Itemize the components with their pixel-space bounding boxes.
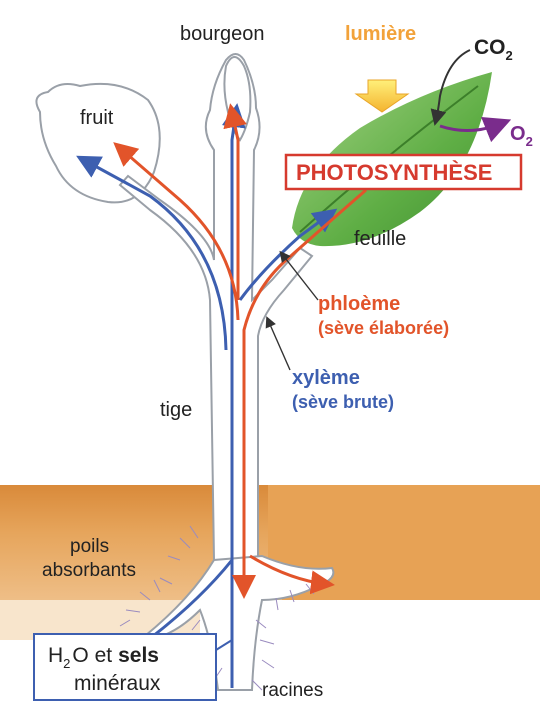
water-minerals-line2: minéraux — [74, 672, 161, 695]
stem-label: tige — [160, 399, 192, 421]
o2-label: O2 — [510, 123, 533, 149]
xylem-label: xylème — [292, 367, 360, 389]
photosynthesis-label: PHOTOSYNTHÈSE — [296, 160, 492, 185]
bud-label: bourgeon — [180, 23, 265, 45]
light-label: lumière — [345, 23, 416, 45]
leaf-label: feuille — [354, 228, 406, 250]
fruit-label: fruit — [80, 107, 114, 129]
fruit-shape — [36, 84, 159, 203]
root-hairs-label-line1: poils — [70, 536, 109, 557]
xylem-pointer — [268, 320, 290, 370]
phloem-label: phloème — [318, 293, 400, 315]
co2-label: CO2 — [474, 36, 513, 63]
root-hairs-label-line2: absorbants — [42, 560, 136, 581]
xylem-sap-label: (sève brute) — [292, 392, 394, 412]
phloem-sap-label: (sève élaborée) — [318, 318, 449, 338]
roots-label: racines — [262, 680, 323, 701]
